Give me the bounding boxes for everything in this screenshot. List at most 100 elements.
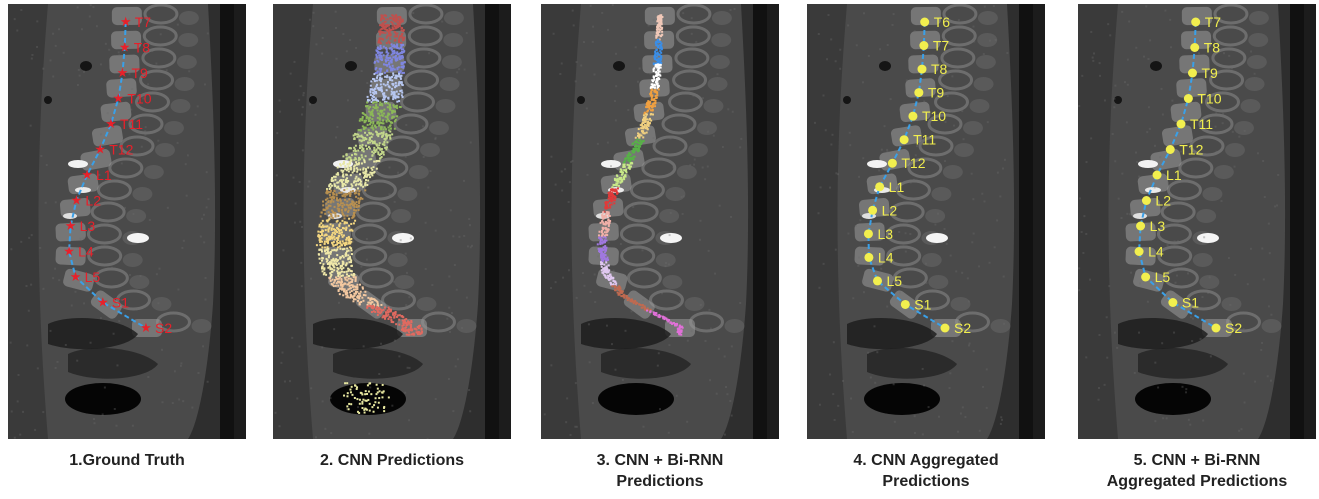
vertebra-marker	[1211, 323, 1221, 333]
vertebra-label: T7	[933, 38, 950, 54]
ct-background	[8, 4, 246, 439]
vertebra-label: T12	[109, 142, 133, 158]
caption-line: 3. CNN + Bi-RNN	[596, 452, 724, 469]
vertebra-marker	[1191, 17, 1201, 27]
ct-background	[541, 4, 779, 439]
vertebra-label: T12	[1179, 142, 1203, 158]
vertebra-label: T9	[131, 65, 148, 81]
vertebra-label: L4	[78, 244, 94, 260]
vertebra-marker	[940, 323, 950, 333]
vertebra-label: T8	[1204, 40, 1221, 56]
vertebra-marker: ★	[117, 66, 129, 81]
vertebra-label: T8	[931, 61, 948, 77]
ct-scan-image	[541, 4, 779, 439]
panel-cnn-predictions	[273, 4, 511, 439]
caption-line: 5. CNN + Bi-RNN	[1133, 452, 1261, 469]
vertebra-label: L4	[878, 249, 894, 265]
vertebra-label: T11	[120, 116, 143, 132]
vertebra-marker: ★	[94, 143, 106, 158]
caption-line: Aggregated Predictions	[1106, 473, 1288, 490]
vertebra-marker	[864, 252, 874, 262]
ct-scan-image: ★T7★T8★T9★T10★T11★T12★L1★L2★L3★L4★L5★S1★…	[8, 4, 246, 439]
vertebra-marker	[1183, 94, 1193, 103]
vertebra-marker	[919, 41, 929, 51]
vertebra-label: S2	[1225, 320, 1242, 336]
panel-ground-truth: ★T7★T8★T9★T10★T11★T12★L1★L2★L3★L4★L5★S1★…	[8, 4, 246, 439]
vertebra-label: S1	[112, 295, 129, 311]
caption-cnn-predictions: 2. CNN Predictions	[273, 450, 511, 471]
vertebra-label: T7	[135, 14, 152, 30]
caption-cnn-aggregated: 4. CNN Aggregated Predictions	[807, 450, 1045, 492]
vertebra-label: T8	[134, 40, 151, 56]
vertebra-marker	[1152, 170, 1162, 180]
vertebra-label: L3	[877, 226, 893, 242]
vertebra-marker: ★	[113, 92, 125, 107]
prediction-point-cloud	[596, 14, 684, 336]
vertebra-marker	[1176, 119, 1186, 129]
vertebra-label: T12	[901, 155, 925, 171]
vertebra-label: L2	[1155, 193, 1171, 209]
vertebra-marker	[872, 276, 882, 286]
vertebra-label: T10	[922, 108, 946, 124]
vertebra-label: L2	[85, 193, 101, 209]
vertebra-marker	[863, 229, 873, 239]
vertebra-marker	[1165, 145, 1175, 154]
ct-background	[273, 4, 511, 439]
prediction-point-cloud	[315, 14, 424, 414]
vertebra-label: L2	[882, 202, 898, 218]
caption-cnn-birnn-predictions: 3. CNN + Bi-RNN Predictions	[541, 450, 779, 492]
vertebra-marker	[1187, 68, 1197, 78]
vertebra-marker	[868, 205, 878, 215]
vertebra-label: L3	[1150, 218, 1166, 234]
vertebra-label: S1	[1182, 295, 1199, 311]
vertebra-marker	[914, 88, 924, 98]
vertebra-label: T6	[934, 14, 951, 30]
vertebra-label: S1	[914, 296, 931, 312]
ct-scan-image	[273, 4, 511, 439]
vertebra-marker	[917, 64, 927, 74]
vertebra-marker: ★	[140, 321, 152, 336]
spine-centerline	[68, 21, 147, 329]
vertebra-marker: ★	[119, 41, 131, 56]
vertebra-label: T11	[913, 132, 936, 148]
vertebra-marker: ★	[63, 245, 75, 260]
vertebra-label: L3	[80, 218, 96, 234]
vertebra-label: T11	[1190, 116, 1213, 132]
vertebra-marker	[900, 299, 910, 309]
vertebra-marker: ★	[105, 117, 117, 132]
ct-background	[1078, 4, 1316, 439]
caption-line: 4. CNN Aggregated	[853, 452, 999, 469]
vertebra-marker: ★	[97, 296, 109, 311]
vertebra-label: S2	[954, 320, 971, 336]
caption-cnn-birnn-aggregated: 5. CNN + Bi-RNN Aggregated Predictions	[1078, 450, 1316, 492]
vertebra-label: L5	[85, 269, 101, 285]
vertebra-label: L1	[1166, 167, 1182, 183]
vertebra-label: T7	[1205, 14, 1222, 30]
vertebra-label: L1	[889, 179, 905, 195]
vertebra-marker	[1190, 43, 1200, 52]
vertebra-marker: ★	[65, 219, 77, 234]
vertebra-marker	[1168, 298, 1178, 307]
panel-cnn-birnn-predictions	[541, 4, 779, 439]
vertebra-marker	[1141, 196, 1151, 205]
vertebra-marker	[1141, 272, 1151, 282]
caption-ground-truth: 1.Ground Truth	[8, 450, 246, 471]
vertebra-label: L1	[96, 167, 112, 183]
vertebra-label: T10	[127, 91, 151, 107]
caption-line: Predictions	[882, 473, 970, 490]
vertebra-marker: ★	[71, 194, 83, 209]
vertebra-marker	[920, 17, 930, 27]
vertebra-marker	[1136, 221, 1146, 231]
vertebra-label: T9	[1201, 65, 1218, 81]
caption-line: 1.Ground Truth	[69, 452, 185, 469]
caption-line: Predictions	[616, 473, 704, 490]
vertebra-marker: ★	[70, 270, 82, 285]
vertebra-marker: ★	[120, 15, 132, 30]
vertebra-marker	[908, 111, 918, 121]
vertebra-label: L4	[1148, 244, 1164, 260]
vertebra-marker: ★	[81, 168, 93, 183]
vertebra-label: L5	[886, 273, 902, 289]
